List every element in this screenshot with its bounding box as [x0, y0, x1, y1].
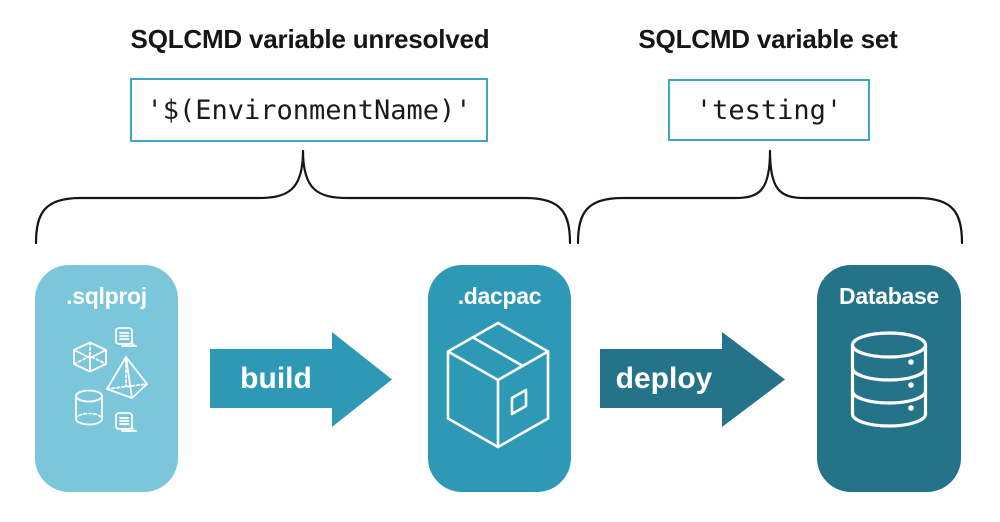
- unresolved-variable-box: '$(EnvironmentName)': [130, 78, 488, 142]
- stage-label-database: Database: [839, 283, 939, 309]
- stage-card-sqlproj: .sqlproj: [35, 265, 178, 492]
- db-dot: [908, 359, 914, 365]
- deploy-arrow-label: deploy: [615, 361, 713, 395]
- left-brace: [34, 149, 572, 245]
- pyramid-icon: [106, 356, 148, 399]
- resolved-variable-box: 'testing': [668, 79, 870, 141]
- cylinder-icon: [75, 389, 103, 426]
- script-icon: [115, 327, 137, 347]
- right-brace: [576, 149, 964, 245]
- db-dot: [908, 382, 914, 388]
- build-arrow-label: build: [240, 361, 312, 395]
- unresolved-variable-value: '$(EnvironmentName)': [146, 94, 472, 126]
- cube-icon: [73, 341, 107, 373]
- database-icon: [850, 331, 928, 428]
- script-icon: [115, 412, 137, 432]
- deploy-arrow: [600, 332, 785, 427]
- resolved-variable-value: 'testing': [695, 94, 843, 126]
- stage-card-database: Database: [817, 265, 961, 492]
- db-dot: [908, 405, 914, 411]
- build-arrow: [210, 332, 392, 427]
- sql-project-objects-icon: [73, 327, 148, 432]
- stage-label-dacpac: .dacpac: [457, 283, 542, 309]
- package-icon: [446, 321, 550, 449]
- stage-card-dacpac: .dacpac: [428, 265, 571, 492]
- stage-label-sqlproj: .sqlproj: [66, 283, 147, 309]
- right-heading: SQLCMD variable set: [638, 24, 898, 54]
- left-heading: SQLCMD variable unresolved: [130, 24, 490, 54]
